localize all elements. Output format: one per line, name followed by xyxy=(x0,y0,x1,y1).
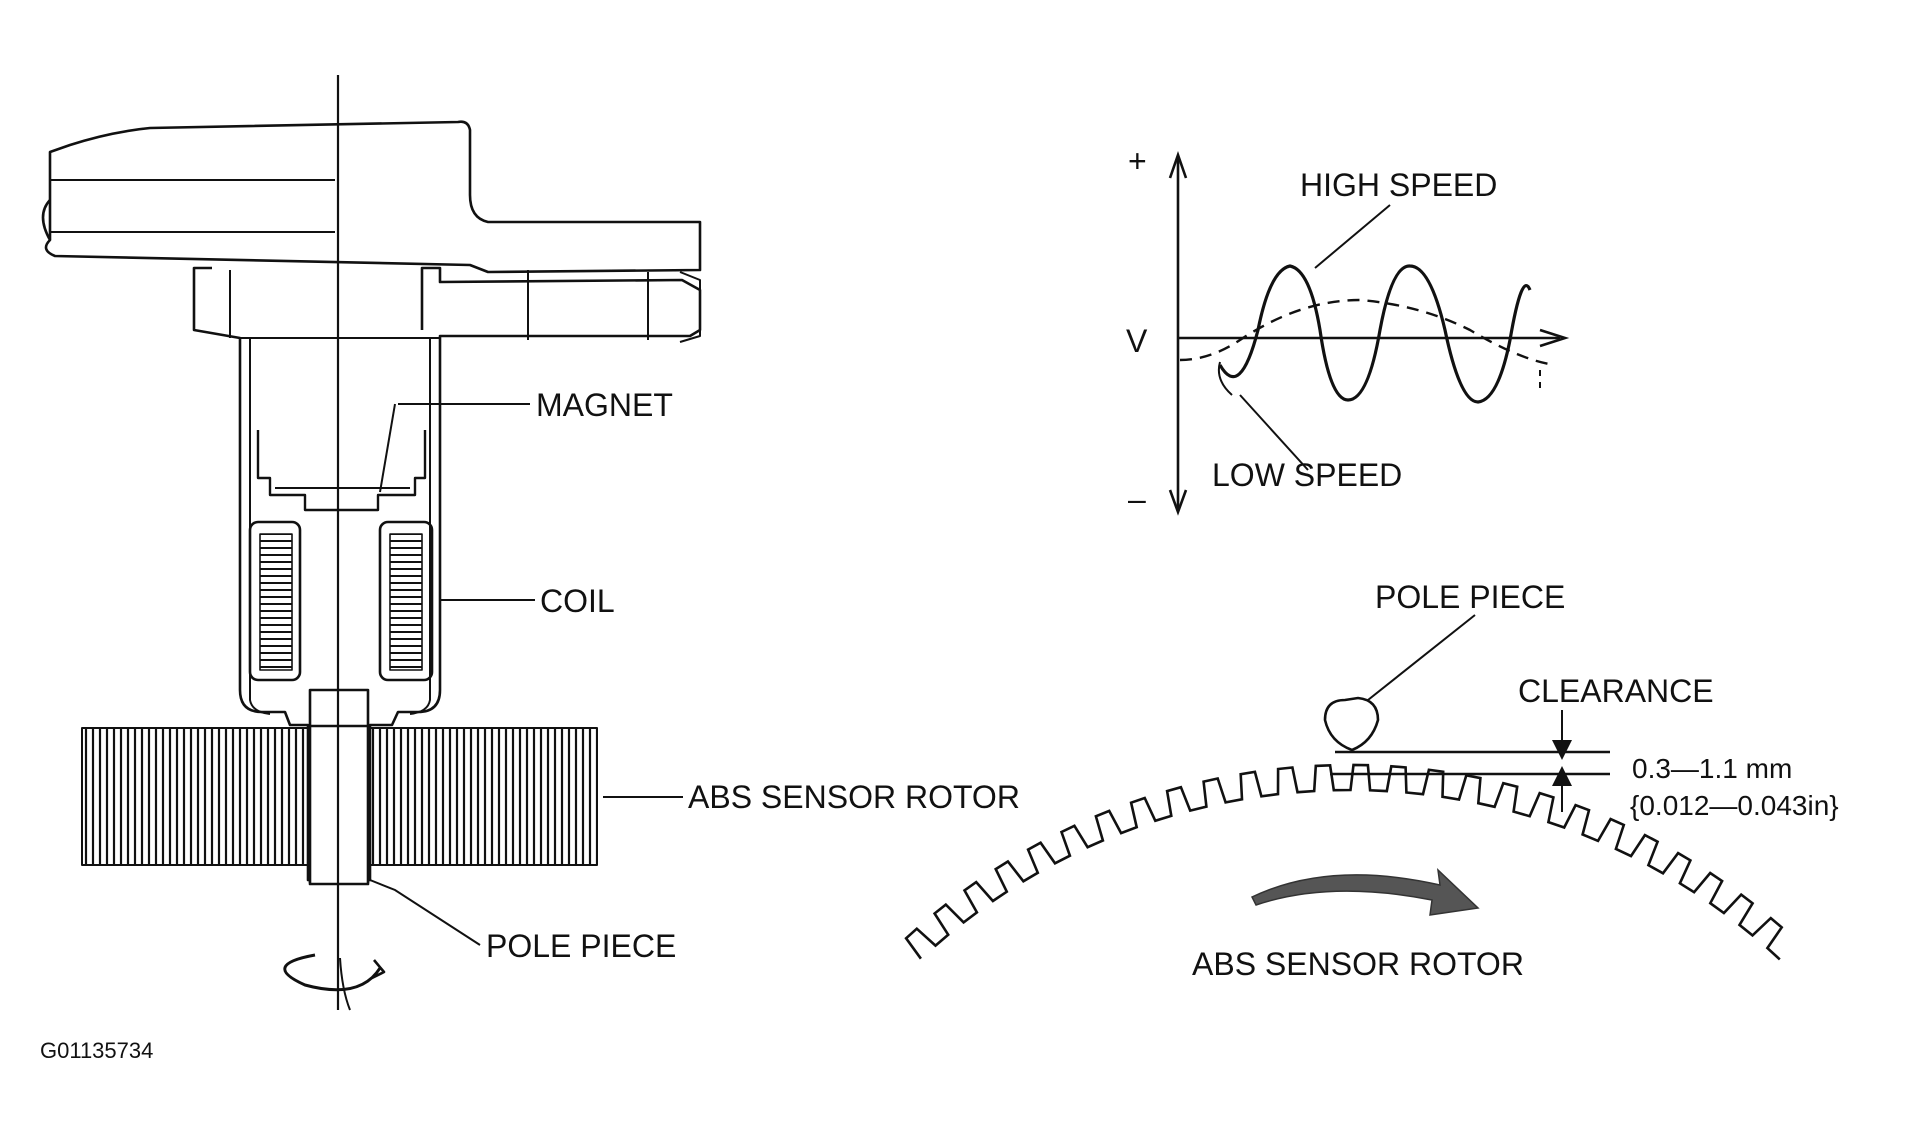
figure-code: G01135734 xyxy=(40,1038,153,1063)
low-speed-label: LOW SPEED xyxy=(1212,457,1402,493)
plus-sign: + xyxy=(1128,143,1147,179)
coil-label: COIL xyxy=(540,583,615,619)
pole-piece-label-right: POLE PIECE xyxy=(1375,579,1565,615)
clearance-in-value: {0.012—0.043in} xyxy=(1630,790,1839,821)
toothed-rotor-arc xyxy=(904,763,1784,961)
low-speed-wave xyxy=(1179,298,1556,367)
magnet-label: MAGNET xyxy=(536,387,673,423)
sensor-cable-housing xyxy=(44,120,702,274)
coil-right xyxy=(378,520,434,682)
clearance-mm-value: 0.3—1.1 mm xyxy=(1632,753,1792,784)
rotor-label-right: ABS SENSOR ROTOR xyxy=(1192,946,1524,982)
clearance-detail xyxy=(904,614,1784,961)
coil-left xyxy=(248,520,302,682)
high-speed-wave xyxy=(1218,264,1532,404)
y-axis-label: V xyxy=(1126,323,1148,359)
clearance-label: CLEARANCE xyxy=(1518,673,1714,709)
magnet xyxy=(256,430,427,512)
sensor-cross-section xyxy=(41,75,702,1011)
waveform-graph xyxy=(1168,151,1570,516)
minus-sign: – xyxy=(1128,481,1146,517)
left-leaders xyxy=(369,403,683,946)
high-speed-label: HIGH SPEED xyxy=(1300,167,1497,203)
sensor-mount-flange xyxy=(192,266,702,882)
pole-piece-tip xyxy=(1323,696,1380,752)
rotation-arrow-icon xyxy=(283,953,382,992)
rotor-label-left: ABS SENSOR ROTOR xyxy=(688,779,1020,815)
pole-piece-label-left: POLE PIECE xyxy=(486,928,676,964)
direction-arrow-icon xyxy=(1250,867,1480,916)
